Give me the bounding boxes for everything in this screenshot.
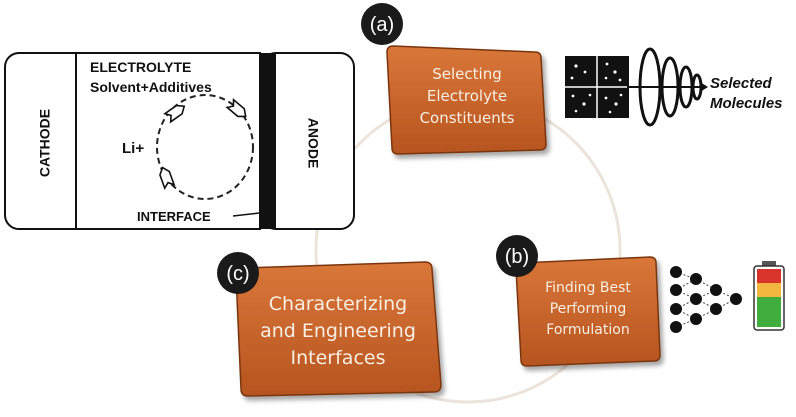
selected-label: Selected: [710, 75, 773, 92]
step-c-line2: and Engineering: [260, 320, 416, 342]
interface-layer: [260, 53, 276, 229]
step-a-box: [386, 45, 547, 155]
ion-label: Li+: [122, 140, 144, 157]
interface-label: INTERFACE: [137, 209, 211, 224]
anode-label: ANODE: [305, 118, 321, 169]
battery-icon: [753, 261, 785, 331]
molecules-label: Molecules: [710, 95, 783, 112]
step-c-line1: Characterizing: [269, 293, 407, 315]
interface-pointer: [232, 212, 260, 217]
step-b: Finding Best Performing Formulation (b): [496, 235, 661, 367]
electrolyte-label: ELECTROLYTE: [90, 59, 191, 75]
cathode-label: CATHODE: [37, 109, 53, 177]
step-b-marker-text: (b): [505, 246, 529, 268]
step-b-line3: Formulation: [546, 322, 629, 338]
step-a-line1: Selecting: [432, 65, 501, 83]
step-b-marker: [496, 235, 538, 277]
funnel-rings-icon: [627, 47, 708, 127]
ion-arrow-icon: [159, 166, 176, 190]
step-c-line3: Interfaces: [291, 347, 386, 369]
step-c-marker: [217, 252, 259, 294]
battery-cell: CATHODE ANODE ELECTROLYTE Solvent+Additi…: [4, 52, 355, 230]
step-a-line2: Electrolyte: [427, 87, 507, 105]
ion-arrow-icon: [163, 104, 186, 124]
step-c-marker-text: (c): [226, 263, 249, 285]
step-b-line1: Finding Best: [545, 280, 631, 296]
step-a-marker-text: (a): [370, 14, 394, 36]
electrolyte-block: [75, 52, 261, 230]
step-b-line2: Performing: [550, 301, 627, 317]
step-a: Selecting Electrolyte Constituents (a): [361, 3, 547, 155]
solvent-label: Solvent+Additives: [90, 79, 212, 95]
ion-arrow-icon: [225, 98, 247, 118]
neural-network-icon: [670, 266, 742, 333]
step-c: Characterizing and Engineering Interface…: [217, 252, 442, 397]
ion-cycle-path: [156, 94, 254, 200]
step-a-marker: [361, 3, 403, 45]
step-a-line3: Constituents: [420, 109, 515, 127]
data-grid-icon: [565, 56, 629, 118]
